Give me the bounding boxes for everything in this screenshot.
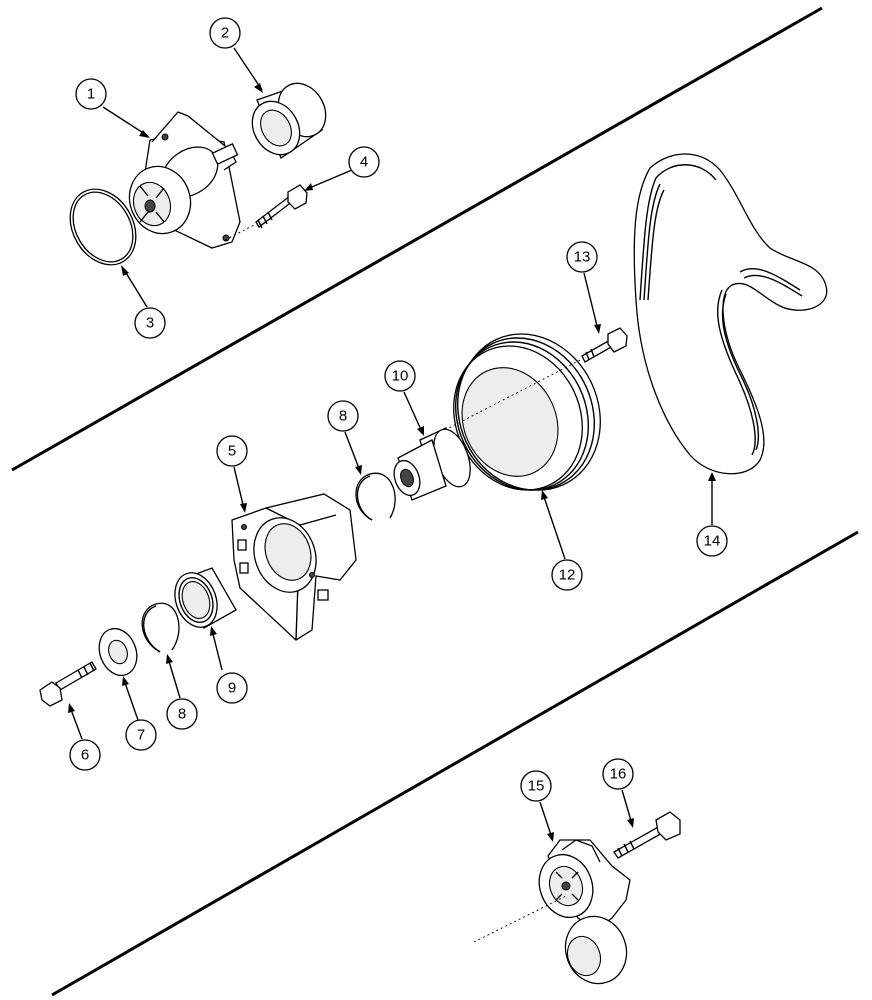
callout-label: 10 bbox=[392, 368, 409, 385]
callout-9: 9 bbox=[216, 672, 248, 704]
belt-tensioner-part bbox=[473, 839, 631, 985]
section-divider-bottom bbox=[51, 530, 859, 997]
drive-belt-part bbox=[633, 153, 828, 475]
callout-5: 5 bbox=[216, 435, 248, 467]
bolt-4-part bbox=[224, 184, 308, 241]
callout-12: 12 bbox=[551, 559, 583, 591]
bearing-part bbox=[174, 567, 237, 629]
callout-13: 13 bbox=[566, 241, 598, 273]
callout-label: 14 bbox=[704, 533, 721, 550]
callout-2: 2 bbox=[209, 17, 241, 49]
callout-label: 9 bbox=[228, 680, 236, 697]
callout-label: 16 bbox=[610, 766, 627, 783]
bolt-13-part bbox=[581, 327, 628, 363]
bearing-housing-part bbox=[231, 493, 357, 641]
callout-label: 15 bbox=[528, 778, 545, 795]
hub-part bbox=[393, 427, 471, 501]
gasket-ring-part bbox=[69, 188, 137, 266]
callout-label: 4 bbox=[360, 154, 368, 171]
callout-label: 1 bbox=[87, 86, 95, 103]
idler-pulley-part bbox=[251, 82, 327, 159]
leader-lines bbox=[68, 47, 716, 842]
callout-label: 8 bbox=[178, 706, 186, 723]
snap-ring-lower-part bbox=[141, 602, 180, 653]
callout-label: 7 bbox=[137, 727, 145, 744]
callout-label: 8 bbox=[339, 408, 347, 425]
callout-1: 1 bbox=[75, 78, 107, 110]
bolt-16-part bbox=[613, 811, 681, 859]
water-pump-part bbox=[128, 111, 241, 249]
crank-pulley-part bbox=[444, 333, 601, 491]
callout-label: 5 bbox=[228, 443, 236, 460]
callout-6: 6 bbox=[69, 739, 101, 771]
callout-14: 14 bbox=[696, 525, 728, 557]
callout-label: 13 bbox=[574, 249, 591, 266]
callout-10: 10 bbox=[384, 360, 416, 392]
callout-15: 15 bbox=[520, 770, 552, 802]
callout-label: 12 bbox=[559, 567, 576, 584]
callout-label: 6 bbox=[81, 747, 89, 764]
callout-3: 3 bbox=[134, 307, 166, 339]
callout-16: 16 bbox=[602, 758, 634, 790]
snap-ring-upper-part bbox=[355, 472, 396, 521]
callout-label: 3 bbox=[146, 315, 154, 332]
bolt-6-part bbox=[39, 661, 97, 707]
washer-part bbox=[98, 627, 138, 677]
callout-label: 2 bbox=[221, 25, 229, 42]
callout-8-upper: 8 bbox=[327, 400, 359, 432]
callout-7: 7 bbox=[125, 719, 157, 751]
callout-8-lower: 8 bbox=[166, 698, 198, 730]
section-divider-top bbox=[11, 6, 823, 472]
callout-4: 4 bbox=[348, 146, 380, 178]
